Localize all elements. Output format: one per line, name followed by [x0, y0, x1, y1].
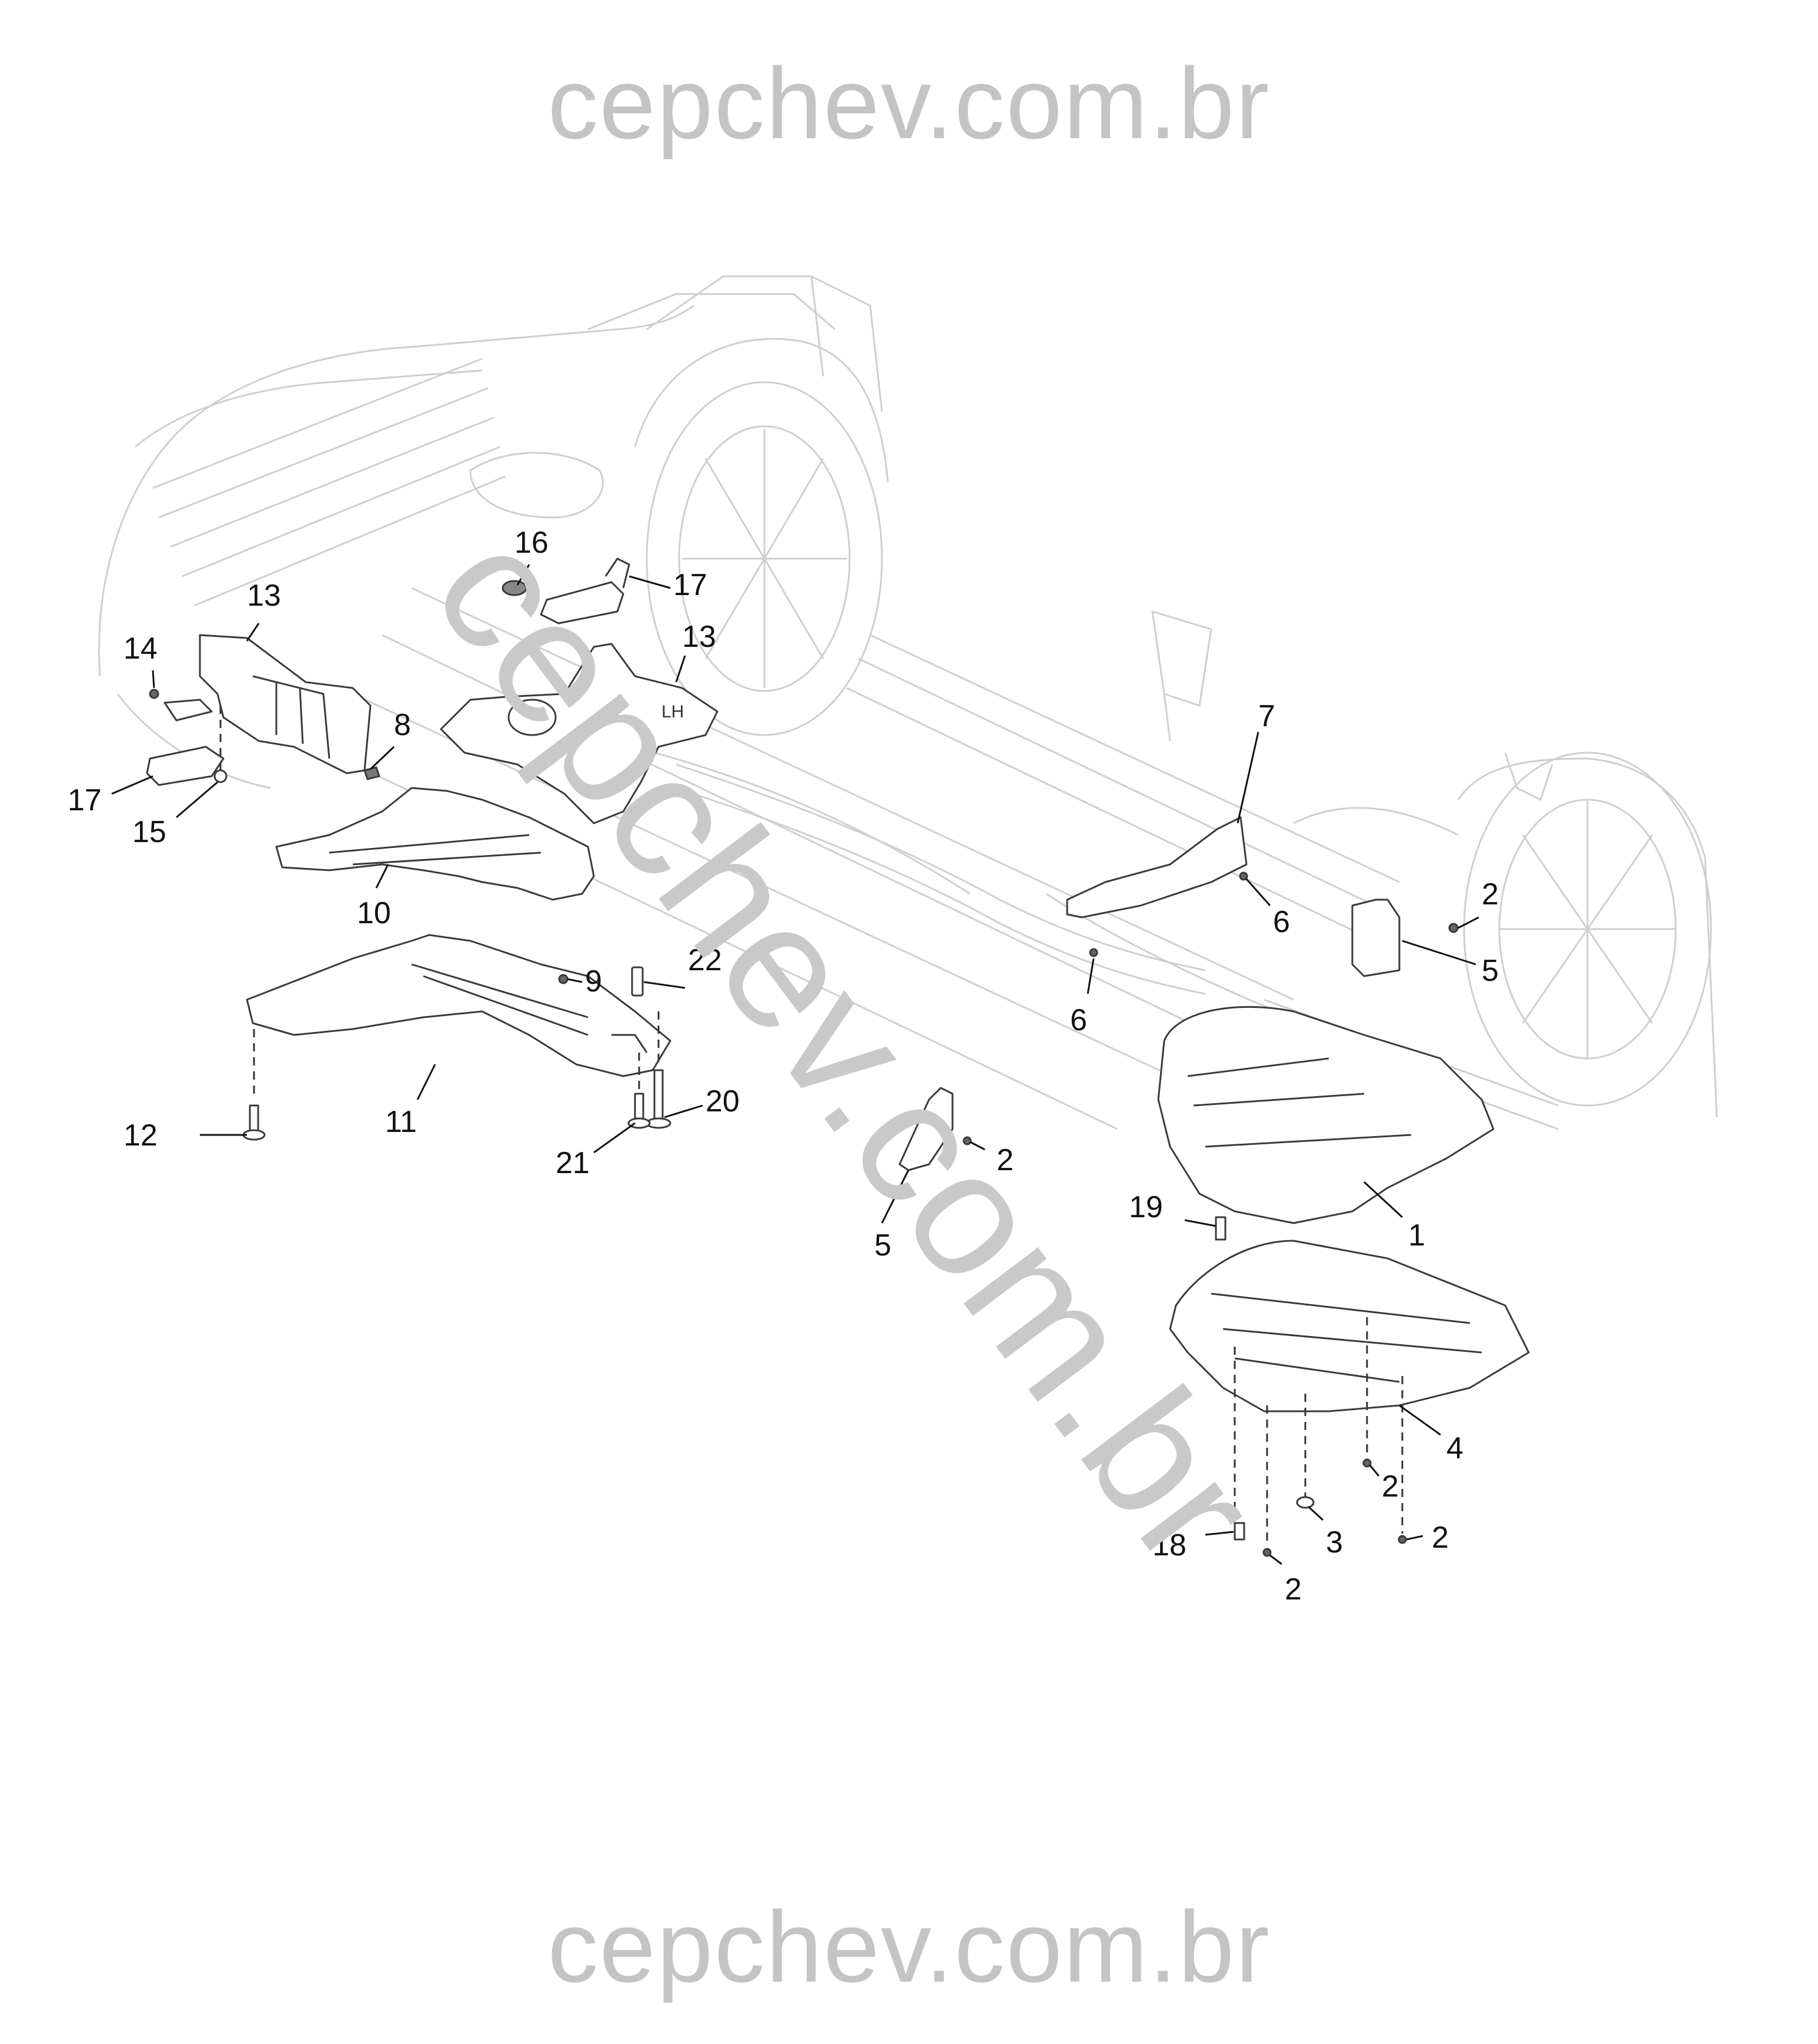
callout-2: 2: [1382, 1469, 1399, 1504]
part-6-clip-upper: [1239, 871, 1248, 881]
part-18-fastener: [1234, 1522, 1245, 1541]
part-17-bracket-lower: [146, 746, 225, 786]
part-19-fastener: [1215, 1216, 1227, 1241]
callout-5: 5: [1482, 954, 1499, 988]
callout-14: 14: [123, 632, 158, 666]
part-11-lower-shield: [246, 934, 671, 1077]
part-16-clip: [502, 580, 527, 596]
part-17-bracket-upper: [540, 581, 624, 624]
part-7-side-panel: [1066, 816, 1248, 919]
part-4-rear-cover: [1169, 1240, 1530, 1412]
part-15-screw: [213, 769, 228, 783]
part-2-clip-right: [1448, 923, 1459, 933]
callout-20: 20: [706, 1084, 740, 1118]
callout-22: 22: [688, 943, 722, 977]
part-14-clip: [149, 689, 159, 699]
part-13-deflector-right: [440, 643, 718, 824]
vehicle-body-outline: [98, 275, 1718, 1130]
callout-6: 6: [1273, 905, 1290, 939]
callout-5: 5: [874, 1228, 891, 1263]
callout-7: 7: [1258, 699, 1275, 733]
callout-18: 18: [1152, 1528, 1187, 1562]
leader-lines: [111, 564, 1479, 1565]
part-22-bolt: [631, 966, 644, 997]
callout-2: 2: [1285, 1572, 1302, 1607]
part-9-clip: [558, 974, 569, 984]
part-8-clip: [363, 766, 380, 780]
callout-17: 17: [68, 783, 102, 817]
part-13-lh-marking: LH: [661, 702, 684, 722]
callout-13: 13: [682, 620, 716, 654]
callout-6: 6: [1070, 1003, 1087, 1037]
callout-2: 2: [1482, 877, 1499, 911]
part-2-clip-lower: [963, 1136, 972, 1145]
callout-19: 19: [1129, 1190, 1163, 1224]
assembly-lines: [219, 706, 1403, 1547]
part-1-rear-panel: [1157, 1006, 1495, 1224]
callout-13: 13: [247, 579, 281, 613]
part-6-clip-lower: [1089, 948, 1098, 957]
part-13-deflector-left: [199, 634, 372, 774]
watermark-bottom: cepchev.com.br: [547, 1891, 1271, 2003]
callout-labels: 16 17 13 13 14 8 17 15 10 9 22 11 12 20 …: [68, 526, 1499, 1607]
callout-1: 1: [1408, 1218, 1425, 1253]
callout-8: 8: [394, 708, 411, 742]
callout-15: 15: [132, 815, 166, 849]
part-5-bracket-right: [1351, 899, 1401, 977]
callout-3: 3: [1326, 1525, 1343, 1559]
callout-12: 12: [123, 1118, 158, 1153]
part-3-washer: [1296, 1496, 1315, 1509]
callout-2: 2: [1432, 1521, 1449, 1555]
part-2-clip-b: [1398, 1535, 1407, 1544]
parts: LH: [146, 557, 1530, 1557]
watermark-top: cepchev.com.br: [547, 47, 1271, 160]
part-2-clip-c: [1262, 1548, 1272, 1557]
part-20-bolt: [653, 1069, 664, 1124]
part-2-clip-a: [1362, 1458, 1372, 1468]
callout-11: 11: [385, 1105, 417, 1139]
callout-4: 4: [1446, 1431, 1463, 1465]
callout-21: 21: [556, 1146, 590, 1180]
callout-2: 2: [997, 1143, 1014, 1177]
callout-16: 16: [514, 526, 549, 560]
part-5-bracket-lower: [898, 1087, 954, 1171]
callout-9: 9: [585, 964, 602, 998]
callout-17: 17: [673, 568, 707, 602]
callout-10: 10: [357, 896, 391, 930]
